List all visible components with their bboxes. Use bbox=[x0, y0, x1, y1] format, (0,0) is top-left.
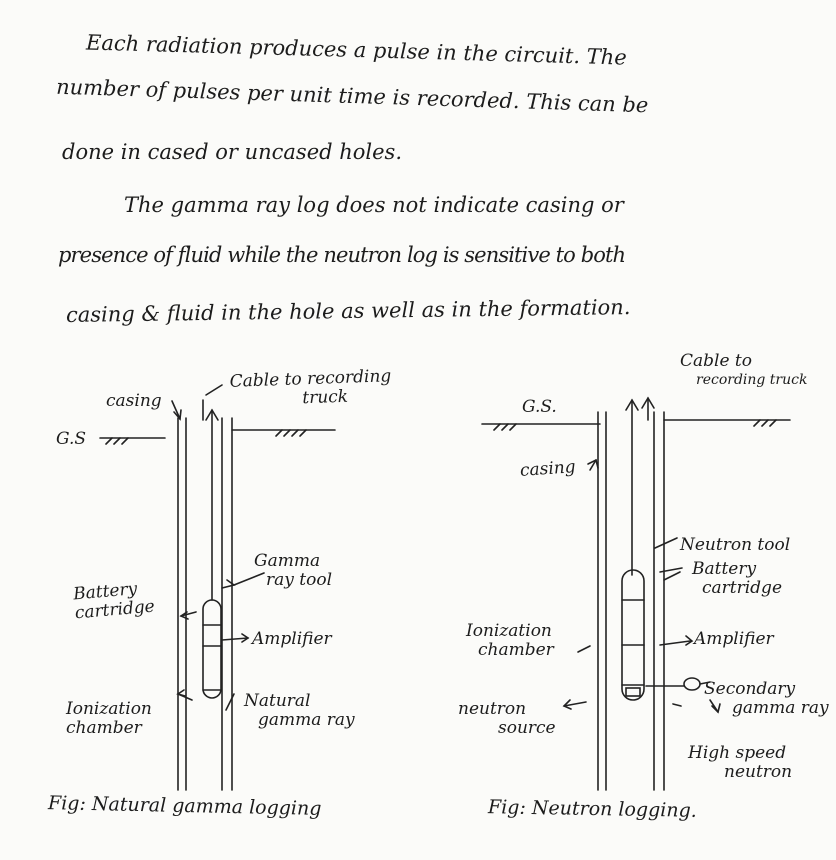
amplifier-label-right: Amplifier bbox=[694, 629, 774, 649]
ionization-label-line1: Ionization bbox=[466, 621, 552, 641]
ionization-label-line2: chamber bbox=[478, 640, 554, 660]
text-line: presence of fluid while the neutron log … bbox=[58, 243, 626, 267]
amplifier-label-left: Amplifier bbox=[252, 629, 332, 649]
gamma-ray-tool-label: Gamma ray tool bbox=[254, 552, 332, 590]
high-speed-neutron-label: High speed neutron bbox=[688, 744, 792, 782]
gs-label-left: G.S bbox=[56, 429, 87, 449]
gs-label-right: G.S. bbox=[522, 397, 557, 417]
neutron-tool-label: Neutron tool bbox=[680, 535, 791, 555]
ionization-chamber-label-left: Ionization chamber bbox=[66, 700, 152, 738]
casing-label-right: casing bbox=[519, 457, 577, 481]
gamma-label-line2: ray tool bbox=[266, 570, 333, 590]
secondary-label-line2: gamma ray bbox=[732, 698, 829, 718]
secondary-label-line1: Secondary bbox=[704, 679, 796, 699]
casing-label-left: casing bbox=[106, 391, 162, 411]
cable-label-right: Cable to recording truck bbox=[680, 352, 807, 390]
text-line: done in cased or uncased holes. bbox=[62, 140, 403, 164]
cable-label-line1: Cable to bbox=[680, 351, 752, 371]
gamma-label-line1: Gamma bbox=[254, 551, 321, 571]
source-label-line2: source bbox=[498, 718, 556, 738]
neutron-source-label: neutron source bbox=[458, 700, 556, 738]
ionization-label-line2: chamber bbox=[66, 718, 142, 738]
natural-label-line2: gamma ray bbox=[258, 710, 355, 730]
text-line: The gamma ray log does not indicate casi… bbox=[124, 193, 624, 217]
secondary-gamma-ray-label: Secondary gamma ray bbox=[704, 680, 829, 718]
speed-label-line2: neutron bbox=[724, 762, 793, 782]
battery-cartridge-label-left: Battery cartridge bbox=[72, 579, 155, 623]
right-well-drawing bbox=[481, 396, 791, 791]
natural-gamma-ray-label: Natural gamma ray bbox=[244, 692, 355, 730]
battery-label-line1: Battery bbox=[692, 559, 757, 579]
cable-label-line2: recording truck bbox=[696, 372, 808, 388]
caption-neutron-logging: Fig: Neutron logging. bbox=[487, 796, 697, 822]
speed-label-line1: High speed bbox=[688, 743, 787, 763]
ionization-label-line1: Ionization bbox=[66, 699, 152, 719]
natural-label-line1: Natural bbox=[244, 691, 311, 711]
left-well-drawing bbox=[99, 384, 336, 791]
cable-label-left: Cable to recording truck bbox=[229, 366, 392, 411]
source-label-line1: neutron bbox=[458, 699, 527, 719]
battery-label-line2: cartridge bbox=[702, 578, 783, 598]
battery-cartridge-label-right: Battery cartridge bbox=[692, 560, 782, 598]
ionization-chamber-label-right: Ionization chamber bbox=[466, 622, 554, 660]
